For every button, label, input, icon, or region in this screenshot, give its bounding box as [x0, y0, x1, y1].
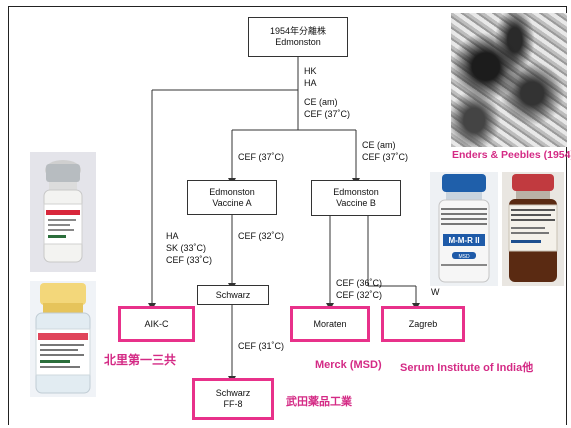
photo-caption: Enders & Peebles (1954): [452, 149, 571, 161]
maker-serum: Serum Institute of India他: [400, 362, 534, 374]
vaccine-b-line2: Vaccine B: [336, 198, 376, 208]
vaccine-b-node: Edmonston Vaccine B: [311, 180, 401, 216]
label-ha-top: HA: [304, 78, 317, 88]
vaccine-b-line1: Edmonston: [333, 187, 379, 197]
serum-vial-photo: [502, 172, 564, 286]
root-line1: 1954年分離株: [269, 26, 327, 36]
root-strain-node: 1954年分離株 Edmonston: [248, 17, 348, 57]
label-hk: HK: [304, 66, 317, 76]
ff8-line2: FF-8: [223, 399, 243, 409]
label-cef31: CEF (31˚C): [238, 341, 285, 351]
label-cef36: CEF (36˚C): [336, 278, 383, 288]
root-line2: Edmonston: [275, 37, 321, 47]
svg-text:MSD: MSD: [458, 254, 470, 260]
label-cef37-1: CEF (37˚C): [304, 109, 351, 119]
vaccine-a-node: Edmonston Vaccine A: [187, 180, 277, 215]
enders-micrograph-photo: [451, 13, 567, 147]
maker-takeda: 武田薬品工業: [286, 396, 352, 408]
moraten-label: Moraten: [313, 318, 347, 329]
label-cef32-b: CEF (32˚C): [336, 290, 383, 300]
mmr-vial-photo: M-M-R II MSD: [430, 172, 498, 286]
schwarz-label: Schwarz: [215, 289, 251, 300]
aikc-vial-photo-1: [30, 152, 96, 272]
zagreb-node: Zagreb: [381, 306, 465, 342]
label-ce-am-2: CE (am): [362, 140, 396, 150]
label-cef37-2: CEF (37˚C): [362, 152, 409, 162]
label-cef33: CEF (33˚C): [166, 255, 213, 265]
aikc-node: AIK-C: [118, 306, 195, 342]
label-ce-am-1: CE (am): [304, 97, 338, 107]
aikc-label: AIK-C: [144, 318, 169, 329]
maker-merck: Merck (MSD): [315, 359, 382, 371]
label-cef32-a: CEF (32˚C): [238, 231, 285, 241]
schwarz-node: Schwarz: [197, 285, 269, 305]
aikc-vial-photo-2: [30, 281, 96, 397]
label-cef37-left: CEF (37˚C): [238, 152, 285, 162]
label-w: W: [431, 287, 440, 297]
label-ha-left: HA: [166, 231, 179, 241]
moraten-node: Moraten: [290, 306, 370, 342]
svg-text:M-M-R II: M-M-R II: [448, 236, 479, 245]
ff8-line1: Schwarz: [215, 388, 251, 398]
slide-frame: [8, 6, 567, 425]
vaccine-a-line1: Edmonston: [209, 186, 255, 197]
vaccine-a-line2: Vaccine A: [212, 197, 252, 208]
label-sk33: SK (33˚C): [166, 243, 207, 253]
maker-kitasato: 北里第一三共: [104, 353, 177, 367]
zagreb-label: Zagreb: [408, 318, 438, 329]
schwarz-ff8-node: Schwarz FF-8: [192, 378, 274, 420]
